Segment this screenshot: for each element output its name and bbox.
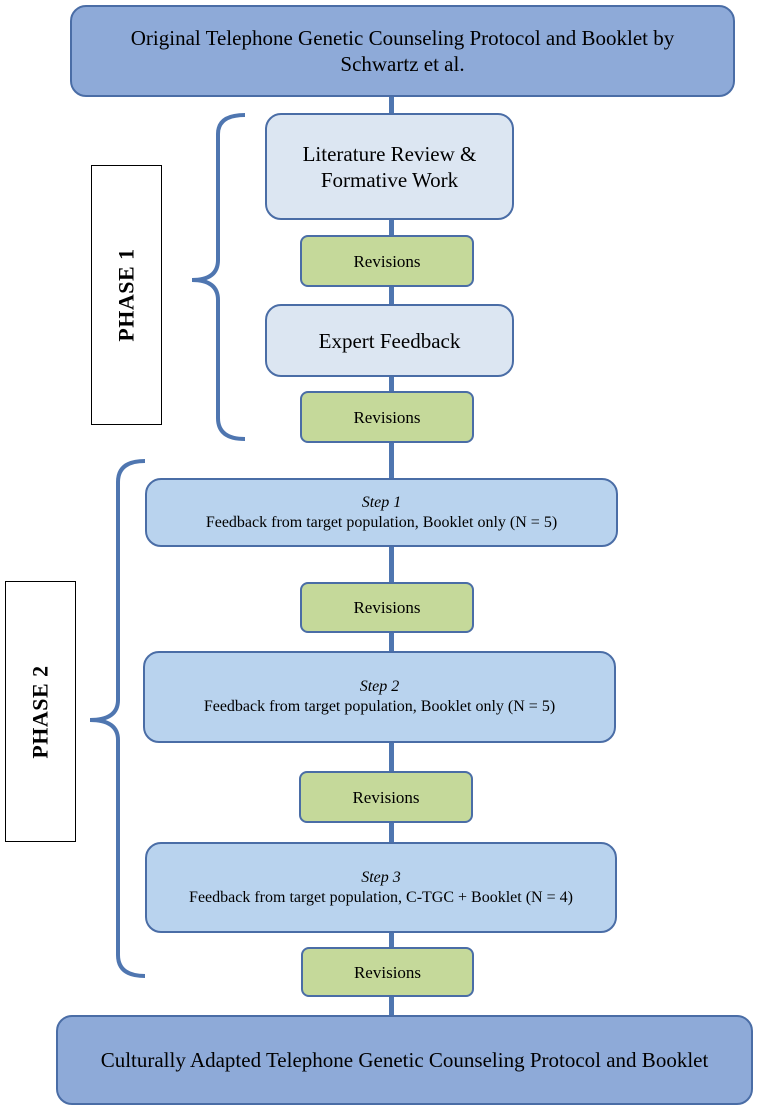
step-3-box: Step 3 Feedback from target population, …: [145, 842, 617, 933]
phase-2-revisions-2: Revisions: [299, 771, 473, 823]
revisions-label: Revisions: [353, 962, 422, 982]
literature-review-text: Literature Review & Formative Work: [302, 141, 477, 192]
phase-1-label: PHASE 1: [113, 248, 139, 342]
adapted-protocol-text: Culturally Adapted Telephone Genetic Cou…: [100, 1048, 709, 1072]
phase-1-brace: [191, 113, 246, 441]
phase-2-brace: [89, 459, 146, 978]
expert-feedback-text: Expert Feedback: [318, 328, 461, 353]
step-1-text: Feedback from target population, Booklet…: [205, 513, 558, 531]
flow-connector-line: [389, 96, 394, 1016]
literature-review-box: Literature Review & Formative Work: [265, 113, 514, 220]
phase-1-revisions-1: Revisions: [300, 235, 474, 287]
revisions-label: Revisions: [353, 407, 421, 427]
phase-2-label: PHASE 2: [27, 664, 53, 759]
revisions-label: Revisions: [353, 251, 421, 271]
phase-2-revisions-3: Revisions: [301, 947, 474, 997]
phase-1-revisions-2: Revisions: [300, 391, 474, 443]
original-protocol-box: Original Telephone Genetic Counseling Pr…: [70, 5, 735, 97]
phase-2-label-box: PHASE 2: [5, 581, 76, 842]
adapted-protocol-box: Culturally Adapted Telephone Genetic Cou…: [56, 1015, 753, 1105]
step-2-box: Step 2 Feedback from target population, …: [143, 651, 616, 743]
revisions-label: Revisions: [353, 598, 421, 617]
revisions-label: Revisions: [352, 787, 420, 807]
expert-feedback-box: Expert Feedback: [265, 304, 514, 377]
step-1-box: Step 1 Feedback from target population, …: [145, 478, 618, 547]
step-3-title: Step 3: [361, 868, 401, 886]
phase-2-revisions-1: Revisions: [300, 582, 474, 633]
step-2-title: Step 2: [359, 678, 400, 695]
phase-1-label-box: PHASE 1: [91, 165, 162, 425]
step-3-text: Feedback from target population, C-TGC +…: [189, 888, 573, 906]
step-1-title: Step 1: [361, 493, 402, 511]
step-2-text: Feedback from target population, Booklet…: [203, 698, 556, 715]
original-protocol-text: Original Telephone Genetic Counseling Pr…: [130, 26, 675, 76]
